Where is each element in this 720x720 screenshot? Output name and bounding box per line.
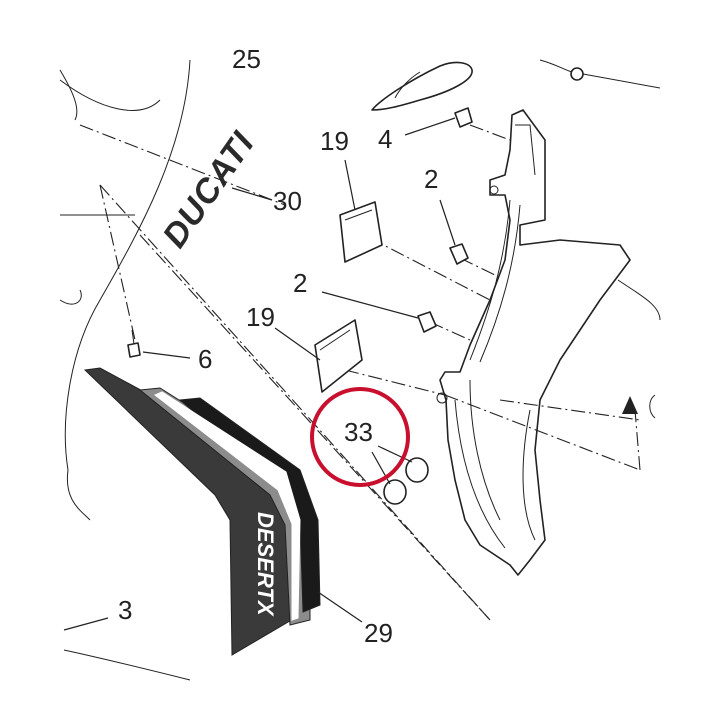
label-33: 33	[344, 417, 373, 447]
label-4: 4	[378, 124, 392, 154]
desertx-logo-text: DESERTX	[253, 512, 278, 617]
clip-lower	[417, 311, 437, 333]
label-19-upper: 19	[320, 126, 349, 156]
label-25: 25	[232, 44, 261, 74]
fairing-outline	[59, 59, 191, 681]
label-3: 3	[118, 595, 132, 625]
label-6: 6	[198, 344, 212, 374]
direction-arrows	[622, 394, 656, 419]
callout-leaders	[63, 117, 456, 631]
adhesive-pad-lower	[314, 319, 363, 393]
highlight-circle	[310, 387, 410, 487]
center-lines	[79, 124, 641, 621]
desertx-decal: DESERTX	[83, 367, 321, 656]
part-labels: 25 19 4 30 2 2 19 6 33 3 29	[118, 44, 438, 648]
side-panel	[436, 109, 661, 576]
label-30: 30	[273, 186, 302, 216]
screw-6	[127, 329, 141, 358]
label-19-lower: 19	[246, 302, 275, 332]
label-2-lower: 2	[293, 268, 307, 298]
clip-upper	[449, 243, 469, 265]
top-bracket	[371, 59, 661, 111]
adhesive-pad-upper	[339, 201, 383, 263]
caps-33	[383, 457, 429, 505]
nut-4	[454, 107, 473, 128]
label-29: 29	[364, 618, 393, 648]
label-2-upper: 2	[424, 164, 438, 194]
